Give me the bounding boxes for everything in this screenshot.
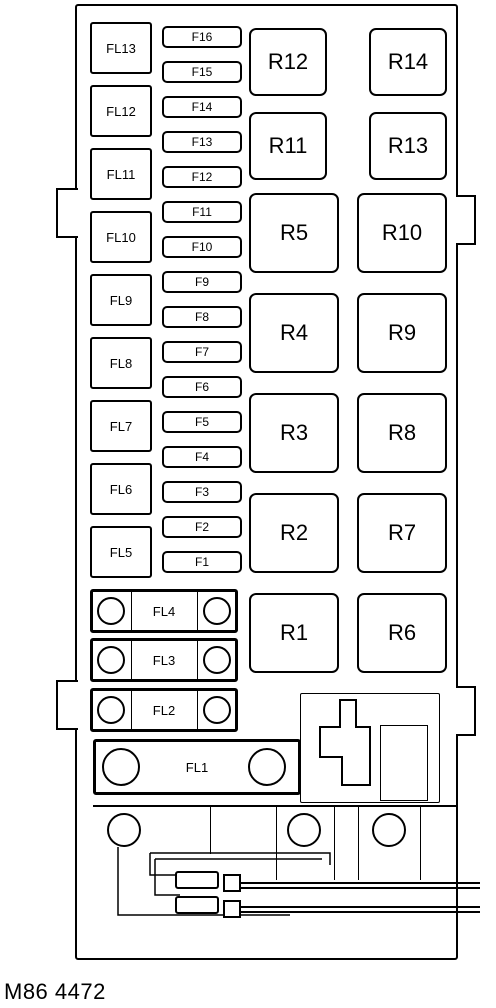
fusible-link-fl8: FL8: [90, 337, 152, 389]
fusible-link-fl10: FL10: [90, 211, 152, 263]
relay-r12: R12: [249, 28, 327, 96]
fuse-f14: F14: [162, 96, 242, 118]
relay-r14: R14: [369, 28, 447, 96]
fuse-f8: F8: [162, 306, 242, 328]
mounting-tab-right-lower: [456, 686, 476, 736]
separator-line: [93, 805, 458, 807]
mounting-tab-left-upper: [56, 188, 78, 238]
fuse-f11: F11: [162, 201, 242, 223]
mounting-tab-left-lower: [56, 680, 78, 730]
connector-key-shape: [319, 699, 371, 786]
terminal-bolt-icon: [107, 813, 141, 847]
fusible-link-fl4: FL4: [90, 589, 238, 633]
fuse-f2: F2: [162, 516, 242, 538]
terminal-bolt-icon: [203, 646, 231, 674]
mounting-tab-right-upper: [456, 195, 476, 245]
terminal-bolt-icon: [97, 597, 125, 625]
fusible-link-fl6: FL6: [90, 463, 152, 515]
terminal-bolt-icon: [97, 696, 125, 724]
cable-bundle: [117, 847, 480, 918]
fusible-link-fl11: FL11: [90, 148, 152, 200]
terminal-divider: [210, 806, 211, 854]
figure-caption: M86 4472: [4, 979, 106, 1004]
fuse-f15: F15: [162, 61, 242, 83]
terminal-divider: [358, 806, 359, 880]
relay-r1: R1: [249, 593, 339, 673]
terminal-divider: [276, 806, 277, 880]
relay-r9: R9: [357, 293, 447, 373]
relay-r11: R11: [249, 112, 327, 180]
fusible-link-fl3: FL3: [90, 638, 238, 682]
relay-r5: R5: [249, 193, 339, 273]
relay-r3: R3: [249, 393, 339, 473]
fuse-f3: F3: [162, 481, 242, 503]
divider: [197, 691, 198, 729]
fuse-f1: F1: [162, 551, 242, 573]
divider: [131, 641, 132, 679]
divider: [131, 691, 132, 729]
divider: [131, 592, 132, 630]
relay-r8: R8: [357, 393, 447, 473]
terminal-bolt-icon: [203, 597, 231, 625]
fuse-f10: F10: [162, 236, 242, 258]
terminal-bolt-icon: [97, 646, 125, 674]
terminal-bolt-icon: [372, 813, 406, 847]
fusible-link-fl13: FL13: [90, 22, 152, 74]
relay-r7: R7: [357, 493, 447, 573]
fuse-f5: F5: [162, 411, 242, 433]
fusible-link-fl2: FL2: [90, 688, 238, 732]
fuse-f9: F9: [162, 271, 242, 293]
relay-r10: R10: [357, 193, 447, 273]
divider: [197, 641, 198, 679]
fuse-f7: F7: [162, 341, 242, 363]
relay-r6: R6: [357, 593, 447, 673]
relay-r4: R4: [249, 293, 339, 373]
terminal-bolt-icon: [102, 748, 140, 786]
terminal-divider: [334, 806, 335, 880]
fusible-link-fl1: FL1: [93, 739, 301, 795]
fuse-f12: F12: [162, 166, 242, 188]
terminal-bolt-icon: [287, 813, 321, 847]
fusible-link-fl12: FL12: [90, 85, 152, 137]
fusible-link-fl9: FL9: [90, 274, 152, 326]
fusible-link-fl7: FL7: [90, 400, 152, 452]
fuse-f4: F4: [162, 446, 242, 468]
fuse-f13: F13: [162, 131, 242, 153]
terminal-bolt-icon: [248, 748, 286, 786]
relay-r13: R13: [369, 112, 447, 180]
terminal-divider: [420, 806, 421, 880]
connector-socket: [380, 725, 428, 801]
terminal-bolt-icon: [203, 696, 231, 724]
fuse-f6: F6: [162, 376, 242, 398]
divider: [197, 592, 198, 630]
fuse-f16: F16: [162, 26, 242, 48]
fusible-link-fl5: FL5: [90, 526, 152, 578]
relay-r2: R2: [249, 493, 339, 573]
